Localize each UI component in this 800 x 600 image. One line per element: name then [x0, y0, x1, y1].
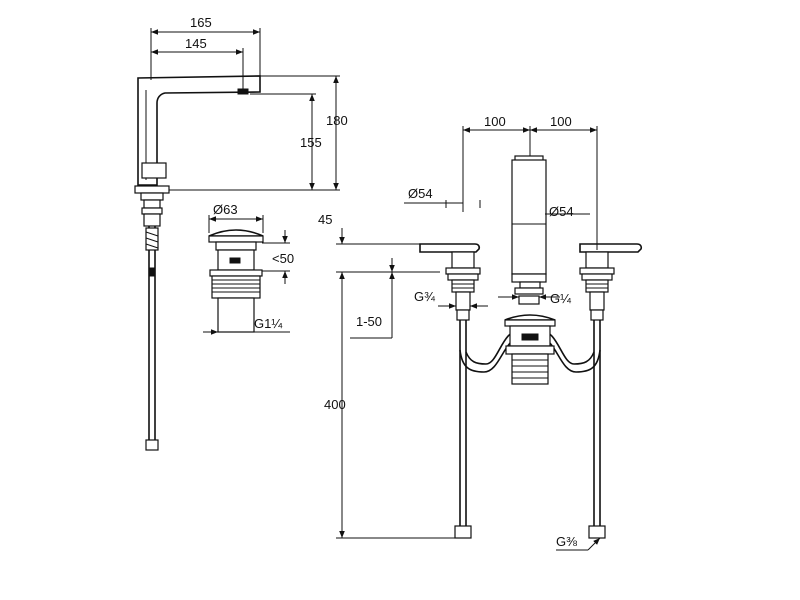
left-handle — [419, 243, 481, 253]
dim-spacing-right: 100 — [550, 114, 572, 129]
dim-height-spout: 155 — [300, 135, 322, 150]
right-handle — [579, 243, 643, 253]
waste-thread-section — [211, 275, 261, 299]
spout-front — [511, 159, 547, 275]
lever-side — [141, 162, 167, 179]
left-hose-nut — [454, 525, 472, 539]
centre-waste-body — [511, 353, 549, 385]
dim-waste-lift: <50 — [272, 251, 294, 266]
popup-waste: Ø63 <50 G1¼ — [203, 202, 294, 335]
dim-spacing-left: 100 — [484, 114, 506, 129]
right-connector-tube — [539, 329, 601, 373]
right-hose-nut — [588, 525, 606, 539]
dim-deck-offset: 45 — [318, 212, 332, 227]
dim-valve-thread: G¾ — [414, 289, 435, 304]
dim-height-total: 180 — [326, 113, 348, 128]
front-view: 100 100 Ø54 Ø54 45 400 1-50 — [318, 114, 643, 551]
spout-side-outline — [137, 75, 261, 186]
side-base-plate — [134, 185, 170, 194]
waste-tailpiece — [217, 297, 255, 333]
dim-width-total: 165 — [190, 15, 212, 30]
dim-hose-length: 400 — [324, 397, 346, 412]
dim-waste-thread: G1¼ — [254, 316, 282, 331]
side-hose-nut — [145, 439, 159, 451]
side-view: 165 145 180 155 — [134, 15, 348, 451]
dim-waste-rod-thread: G¼ — [550, 291, 571, 306]
dim-spout-diameter: Ø54 — [549, 204, 574, 219]
waste-cap — [208, 235, 264, 243]
dim-waste-diameter: Ø63 — [213, 202, 238, 217]
dim-supply-thread: G⅜ — [556, 534, 577, 549]
dim-width-spout: 145 — [185, 36, 207, 51]
dim-handle-diameter: Ø54 — [408, 186, 433, 201]
dim-deck-thickness: 1-50 — [356, 314, 382, 329]
left-connector-tube — [459, 329, 521, 373]
